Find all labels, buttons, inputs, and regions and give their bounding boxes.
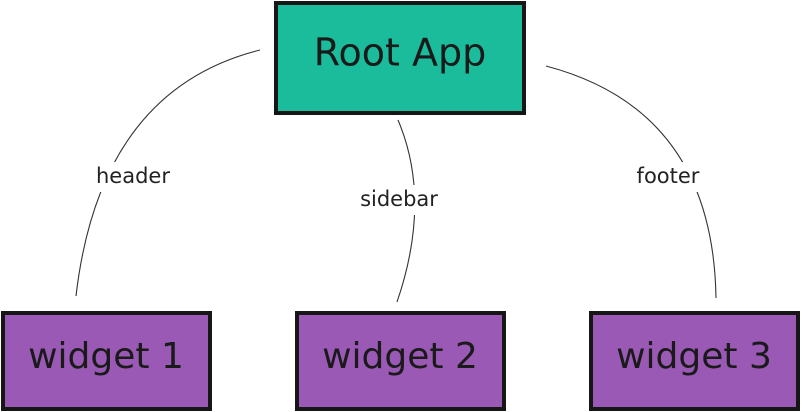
root-node-label: Root App — [314, 31, 486, 75]
edge-label-header: header — [86, 162, 182, 192]
widget-node-1-box — [1, 311, 212, 411]
svg-text:footer: footer — [637, 164, 700, 188]
root-node[interactable]: Root App — [274, 1, 526, 115]
svg-text:sidebar: sidebar — [360, 187, 438, 211]
edge-footer — [545, 65, 717, 299]
widget-node-1[interactable]: widget 1 — [1, 311, 212, 411]
root-node-box — [274, 1, 526, 115]
widget-node-3-label: widget 3 — [616, 336, 772, 377]
widget-node-1-label: widget 1 — [28, 336, 184, 377]
widget-node-2-box — [295, 311, 506, 411]
widget-node-2[interactable]: widget 2 — [295, 311, 506, 411]
widget-node-2-label: widget 2 — [322, 336, 478, 377]
edge-label-sidebar: sidebar — [346, 185, 452, 215]
edge-label-footer: footer — [624, 162, 712, 192]
svg-text:header: header — [96, 164, 170, 188]
widget-node-3[interactable]: widget 3 — [589, 311, 800, 411]
widget-node-3-box — [589, 311, 800, 411]
edge-header — [75, 49, 261, 297]
